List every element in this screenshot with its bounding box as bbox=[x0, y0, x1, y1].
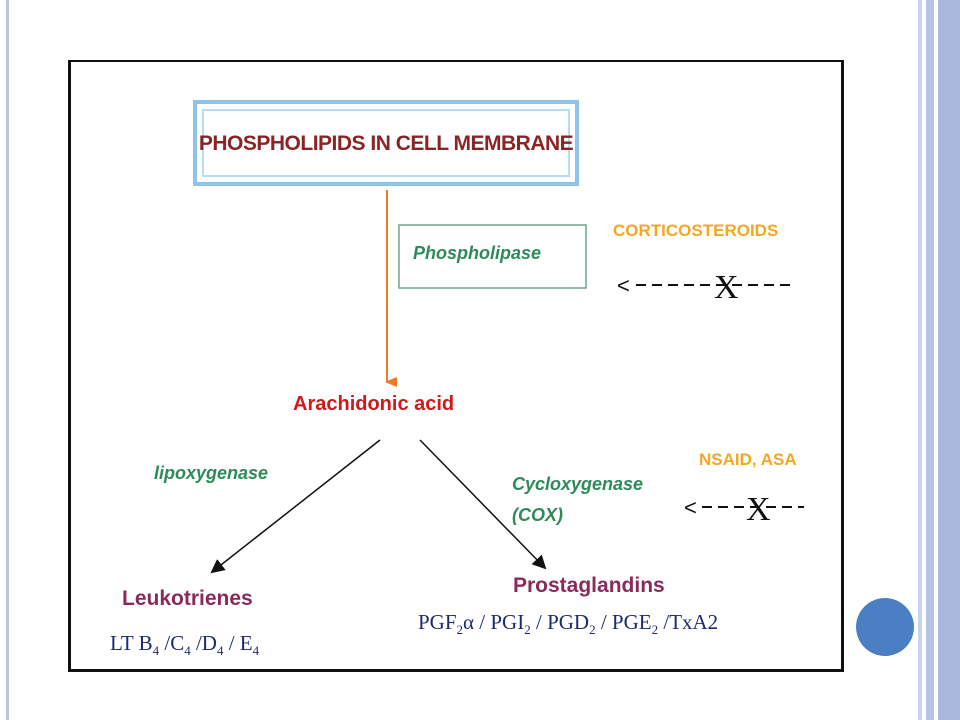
cox-label-line2: (COX) bbox=[512, 505, 563, 525]
block-x-icon: X bbox=[714, 269, 739, 306]
lipoxygenase-arrow bbox=[210, 439, 381, 574]
phospholipase-box bbox=[398, 224, 587, 289]
top-box-inner bbox=[202, 109, 570, 177]
prostaglandins-label: Prostaglandins bbox=[513, 574, 665, 597]
cox-arrow bbox=[419, 439, 547, 570]
cox-label-line1: Cycloxygenase bbox=[512, 474, 643, 494]
top-box-title: PHOSPHOLIPIDS IN CELL MEMBRANE bbox=[199, 132, 574, 155]
corticosteroids-label: CORTICOSTEROIDS bbox=[613, 221, 778, 240]
block-arrow-head-icon: < bbox=[617, 273, 630, 298]
nsaid-label: NSAID, ASA bbox=[699, 450, 797, 469]
block-arrow-head-icon: < bbox=[684, 495, 697, 520]
slide-side-bar bbox=[926, 0, 934, 720]
slide-side-bar bbox=[918, 0, 922, 720]
slide-side-bar bbox=[938, 0, 960, 720]
accent-circle bbox=[856, 598, 914, 656]
block-x-icon: X bbox=[746, 491, 771, 528]
phospholipase-label: Phospholipase bbox=[413, 243, 541, 263]
lipoxygenase-label: lipoxygenase bbox=[154, 463, 268, 483]
prostaglandin-formula: PGF2α / PGI2 / PGD2 / PGE2 /TxA2 bbox=[418, 610, 718, 637]
arachidonic-acid-label: Arachidonic acid bbox=[293, 393, 454, 415]
leukotriene-formula: LT B4 /C4 /D4 / E4 bbox=[110, 631, 260, 658]
slide-left-border bbox=[6, 0, 9, 720]
leukotrienes-label: Leukotrienes bbox=[122, 587, 253, 610]
